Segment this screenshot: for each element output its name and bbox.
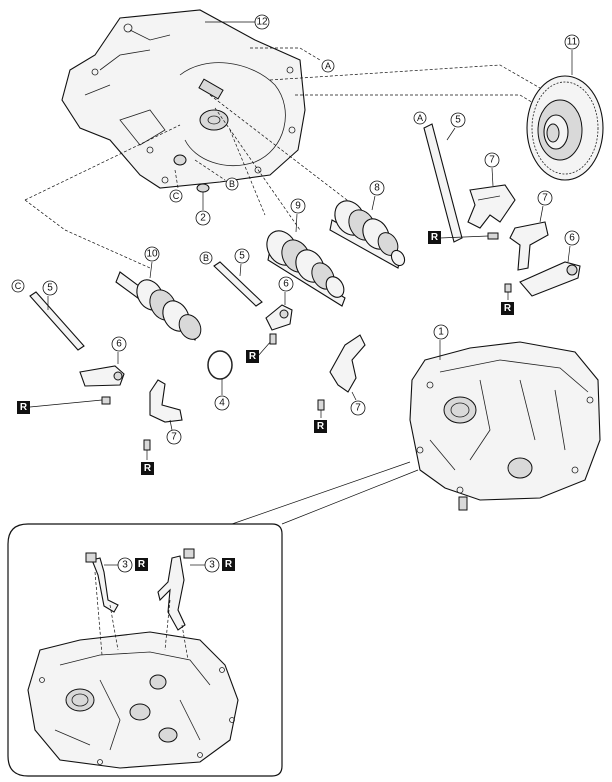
shift-rod-right: A 5: [413, 111, 466, 243]
r-mark-right-upper: R: [428, 231, 499, 244]
part-2-seal: 2: [195, 183, 211, 226]
r-mark-center-lever: R: [246, 333, 277, 363]
ref-c-case: C: [169, 169, 183, 203]
part-4-o-ring: 4: [207, 350, 233, 411]
svg-text:6: 6: [116, 339, 122, 350]
ref-a-case: A: [250, 47, 335, 73]
svg-text:5: 5: [239, 251, 245, 262]
svg-text:A: A: [417, 113, 423, 123]
svg-text:B: B: [203, 253, 209, 263]
svg-text:1: 1: [438, 327, 444, 338]
svg-text:5: 5: [455, 115, 461, 126]
part-10-input-shaft: 10: [115, 246, 202, 341]
svg-text:7: 7: [489, 155, 495, 166]
svg-text:C: C: [173, 191, 180, 201]
clutch-housing: [61, 9, 306, 189]
callout-12: 12: [205, 14, 270, 30]
part-1-transaxle-case: 1: [409, 324, 601, 501]
svg-text:7: 7: [355, 403, 361, 414]
shift-fork-right-lower: 7: [509, 190, 553, 271]
r-mark-center-fork: R: [314, 399, 327, 433]
svg-text:5: 5: [47, 283, 53, 294]
r-mark-right-lever: R: [501, 283, 514, 315]
shift-lever-right: 6: [519, 230, 581, 297]
ref-b-case: B: [194, 159, 239, 191]
inset-view: 3 R 3 R: [7, 461, 419, 777]
svg-text:7: 7: [542, 193, 548, 204]
svg-text:10: 10: [146, 249, 158, 260]
svg-text:7: 7: [171, 432, 177, 443]
svg-text:8: 8: [374, 183, 380, 194]
shift-lever-center: 6: [265, 276, 294, 331]
svg-text:R: R: [20, 402, 28, 413]
svg-text:R: R: [138, 559, 146, 570]
svg-text:11: 11: [567, 37, 578, 48]
svg-text:C: C: [15, 281, 22, 291]
svg-text:R: R: [431, 232, 439, 243]
svg-text:R: R: [225, 559, 233, 570]
shift-fork-right-upper: 7: [467, 152, 516, 229]
shift-rod-left: C 5: [11, 279, 85, 351]
shift-fork-left: 7: [149, 379, 183, 445]
svg-text:R: R: [317, 421, 325, 432]
svg-text:B: B: [229, 179, 235, 189]
svg-text:3: 3: [209, 560, 215, 571]
r-mark-left-lever: R: [17, 396, 111, 414]
case-bolt: [458, 496, 468, 511]
shift-rod-center: B 5: [199, 248, 263, 307]
shift-lever-left: 6: [79, 336, 127, 387]
svg-text:A: A: [325, 61, 331, 71]
svg-text:4: 4: [219, 398, 225, 409]
svg-text:R: R: [504, 303, 512, 314]
svg-text:6: 6: [569, 233, 575, 244]
svg-text:2: 2: [200, 213, 206, 224]
svg-text:6: 6: [283, 279, 289, 290]
shift-fork-center: 7: [329, 334, 366, 416]
r-mark-left-fork: R: [141, 439, 154, 475]
svg-text:R: R: [144, 463, 152, 474]
svg-text:3: 3: [122, 560, 128, 571]
callout-12-label: 12: [256, 17, 268, 28]
part-9-primary-shaft: 9: [266, 198, 346, 307]
svg-text:R: R: [249, 351, 257, 362]
part-8-secondary-shaft: 8: [329, 180, 406, 269]
svg-text:9: 9: [295, 201, 301, 212]
part-11-differential: 11: [526, 34, 604, 181]
